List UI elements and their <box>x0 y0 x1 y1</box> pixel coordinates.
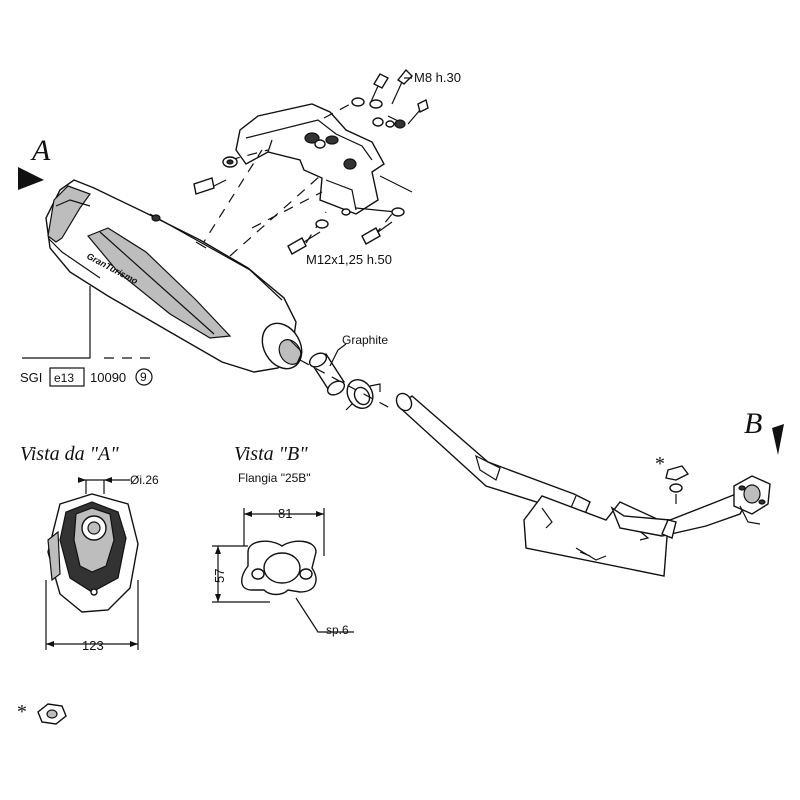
view-a-arrow-icon <box>18 167 44 190</box>
homologation-prefix: SGI <box>20 370 42 385</box>
flange-nut: * <box>654 453 690 512</box>
mounting-bracket <box>235 103 385 216</box>
view-b-marker: B <box>744 407 784 455</box>
graphite-label: Graphite <box>342 333 388 347</box>
flange-width-value: 81 <box>278 506 292 521</box>
bolt-top-3 <box>385 98 429 129</box>
view-a-marker: A <box>18 134 51 190</box>
homologation-e-mark: e13 <box>54 371 74 385</box>
vista-b-subtitle: Flangia "25B" <box>238 471 311 485</box>
bolt-top-2 <box>372 68 413 127</box>
bolt-top-spec: M8 h.30 <box>414 70 461 85</box>
assembly-lines <box>199 99 413 257</box>
bolt-bottom-1 <box>287 219 329 255</box>
legend-nut: * <box>16 701 67 725</box>
bolt-bottom-spec: M12x1,25 h.50 <box>306 252 392 267</box>
homologation-number: 10090 <box>90 370 126 385</box>
flange-height-dimension <box>212 545 270 603</box>
view-a-letter: A <box>30 134 51 167</box>
bolts <box>193 68 429 255</box>
bolt-top-1 <box>351 73 389 109</box>
flange-width-dimension <box>243 508 325 556</box>
bolt-left <box>193 156 238 195</box>
vista-a-title: Vista da "A" <box>20 443 119 465</box>
header-pipe <box>395 392 771 577</box>
graphite-ring <box>308 343 347 396</box>
flange-25b <box>241 540 317 596</box>
vista-a-width-value: 123 <box>82 638 104 653</box>
flange-thickness: sp.6 <box>326 623 349 637</box>
homologation-mark: SGI e13 10090 9 <box>20 367 153 387</box>
asterisk-top: * <box>654 453 664 475</box>
pipe-clamp <box>345 378 381 411</box>
asterisk-bottom: * <box>16 701 26 723</box>
view-b-arrow-icon <box>772 424 784 455</box>
vista-a-diameter: Øi.26 <box>130 473 159 487</box>
vista-a-width-dimension <box>45 580 139 650</box>
vista-b-title: Vista "B" <box>234 443 308 465</box>
flange-height-value: 57 <box>212 569 227 583</box>
view-b-letter: B <box>744 407 762 440</box>
homologation-circle-number: 9 <box>140 370 147 384</box>
muffler: GranTurismo <box>45 179 303 373</box>
bolt-bottom-2 <box>361 207 405 245</box>
vista-a-view <box>47 477 139 613</box>
